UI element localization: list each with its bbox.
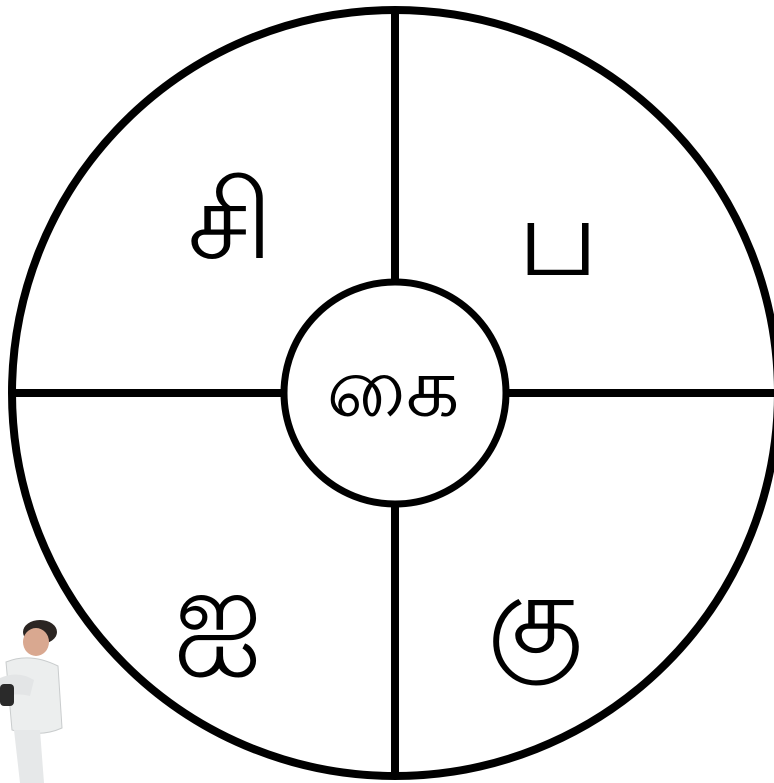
quadrant-top-right-letter: ப xyxy=(518,176,598,301)
quadrant-bottom-left-letter: ஐ xyxy=(175,549,262,678)
quadrant-bottom-right-letter: கு xyxy=(487,553,582,686)
quadrant-top-left-letter: சி xyxy=(188,159,273,284)
center-letter: கை xyxy=(326,338,459,436)
person-figure-icon xyxy=(0,618,64,783)
